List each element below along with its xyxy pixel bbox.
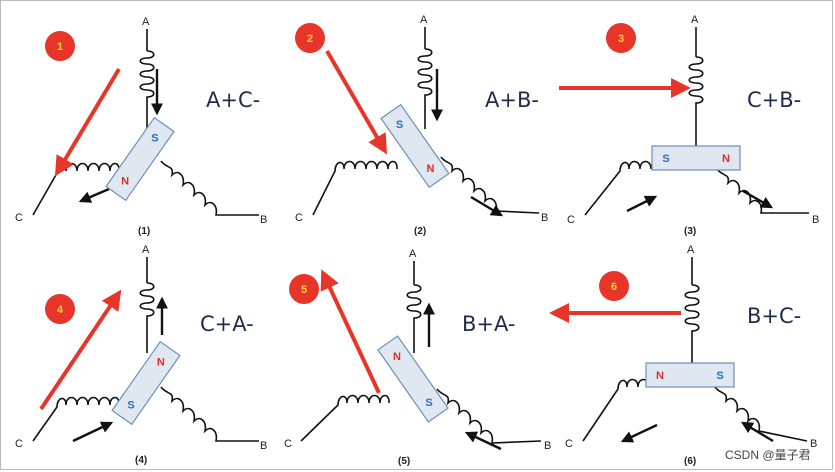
rotor-magnet: N S <box>111 340 181 426</box>
pole-n-label: N <box>121 175 129 187</box>
terminal-a-label: A <box>409 248 417 260</box>
terminal-a-label: A <box>691 14 699 26</box>
coil-a <box>684 284 700 363</box>
rotor-magnet: N S <box>645 362 735 388</box>
panel-caption: (4) <box>135 455 147 466</box>
step-badge <box>606 23 636 53</box>
pole-s-label: S <box>396 119 403 131</box>
phase-combo-label: A+B- <box>485 88 539 112</box>
pole-n-label: N <box>393 351 401 363</box>
step-badge-number: 6 <box>611 281 617 293</box>
coil-c <box>32 396 120 442</box>
phase-combo-label: B+A- <box>462 312 515 336</box>
coil-b <box>160 160 259 216</box>
terminal-a-label: A <box>142 16 150 28</box>
phase-combo-label: C+B- <box>747 88 801 112</box>
step-badge <box>45 294 75 324</box>
coil-a <box>406 284 422 353</box>
current-arrow-b <box>464 431 502 451</box>
terminal-a-label: A <box>687 244 695 256</box>
terminal-a-label: A <box>142 244 150 256</box>
pole-n-label: N <box>427 163 435 175</box>
rotor-magnet: N S <box>377 335 449 423</box>
field-vector-arrow <box>325 49 388 155</box>
rotor-magnet: S N <box>651 145 741 171</box>
pole-s-label: S <box>127 399 134 411</box>
panel-3: A C B S N 3 C+B- (3) <box>559 14 819 237</box>
field-vector-arrow <box>39 289 122 411</box>
panel-caption: (5) <box>398 456 410 467</box>
pole-n-label: N <box>157 357 165 369</box>
panel-1: A C B S N 1 A+C- (1) <box>15 16 267 237</box>
pole-s-label: S <box>716 370 723 382</box>
field-vector-arrow <box>54 67 121 177</box>
coil-b <box>716 168 809 214</box>
terminal-c-label: C <box>284 438 292 450</box>
current-arrow-c <box>626 195 658 213</box>
terminal-c-label: C <box>295 212 303 224</box>
step-badge <box>599 271 629 301</box>
terminal-b-label: B <box>260 440 267 452</box>
pole-n-label: N <box>656 370 664 382</box>
coil-c <box>300 394 390 442</box>
pole-s-label: S <box>662 153 669 165</box>
terminal-c-label: C <box>565 438 573 450</box>
coil-b <box>714 386 808 442</box>
current-arrow-c <box>78 187 110 203</box>
panel-caption: (3) <box>684 226 696 237</box>
step-badge-number: 4 <box>57 304 64 316</box>
step-badge-number: 5 <box>301 284 307 296</box>
coil-a <box>688 56 704 147</box>
step-badge <box>289 274 319 304</box>
current-arrow-c <box>72 421 114 443</box>
terminal-b-label: B <box>810 438 817 450</box>
terminal-b-label: B <box>260 214 267 226</box>
panel-caption: (2) <box>414 226 426 237</box>
coil-a <box>417 48 433 129</box>
step-badge <box>295 23 325 53</box>
coil-c <box>312 160 398 216</box>
step-badge-number: 2 <box>307 33 313 45</box>
terminal-c-label: C <box>15 438 23 450</box>
terminal-b-label: B <box>812 214 819 226</box>
coil-a <box>139 50 155 129</box>
watermark: CSDN @量子君 <box>725 448 811 462</box>
terminal-b-label: B <box>544 440 551 452</box>
coil-b <box>440 156 540 214</box>
step-badge <box>45 31 75 61</box>
terminal-a-label: A <box>420 14 428 26</box>
coil-c <box>582 378 670 442</box>
step-badge-number: 3 <box>618 33 624 45</box>
current-arrow-c <box>620 423 658 443</box>
pole-s-label: S <box>425 397 432 409</box>
pole-n-label: N <box>722 153 730 165</box>
current-arrow-b <box>742 189 774 209</box>
terminal-c-label: C <box>15 212 23 224</box>
panel-caption: (1) <box>138 226 150 237</box>
current-arrow-b <box>470 195 504 217</box>
phase-combo-label: B+C- <box>747 304 801 328</box>
panel-6: A C B N S 6 B+C- (6) <box>549 244 817 467</box>
coil-b <box>160 386 259 442</box>
rotor-magnet: S N <box>380 103 450 189</box>
terminal-b-label: B <box>541 212 548 224</box>
coil-a <box>139 282 155 353</box>
panel-5: A C B N S 5 B+A- (5) <box>284 248 551 467</box>
phase-combo-label: A+C- <box>206 88 260 112</box>
terminal-c-label: C <box>567 214 575 226</box>
panel-caption: (6) <box>684 456 696 467</box>
coil-b <box>436 388 542 444</box>
phase-combo-label: C+A- <box>200 312 254 336</box>
step-badge-number: 1 <box>57 41 63 53</box>
current-arrow-b <box>740 421 774 443</box>
field-vector-arrow <box>320 269 381 394</box>
panel-4: A C B N S 4 C+A- (4) <box>15 244 267 466</box>
panel-2: A C B S N 2 A+B- (2) <box>295 14 548 237</box>
rotor-magnet: S N <box>105 116 175 202</box>
pole-s-label: S <box>151 133 158 145</box>
